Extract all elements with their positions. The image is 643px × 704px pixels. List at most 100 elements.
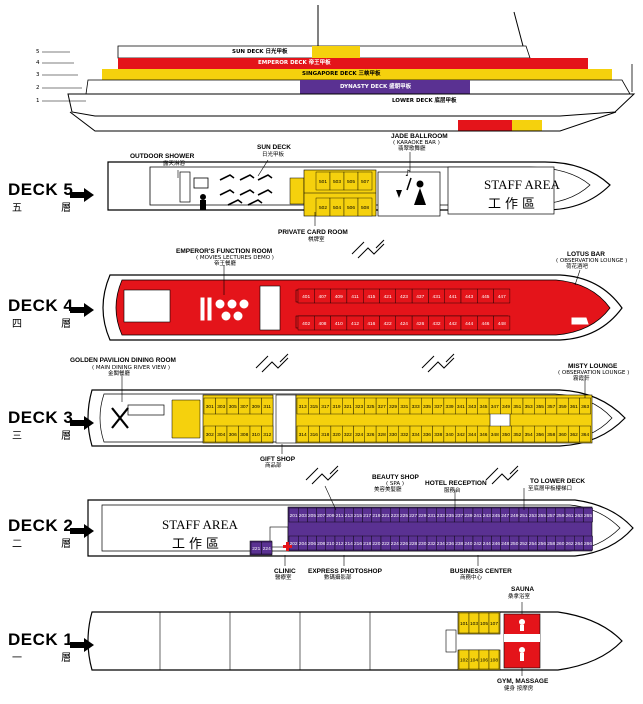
golden-pavilion-sub: ( MAIN DINING RIVER VIEW ): [92, 365, 171, 371]
cabin-number-209: 209: [326, 513, 334, 519]
emperor-function-sub: ( MOVIES LECTURES DEMO ): [196, 255, 274, 261]
cabin-number-250: 250: [510, 541, 518, 547]
profile-deck-markers: [42, 51, 86, 102]
profile-deck3-name: SINGAPORE DECK 三峡甲板: [302, 71, 381, 77]
cabin-number-237: 237: [455, 513, 463, 519]
cabin-number-341: 341: [457, 404, 465, 410]
profile-deck2-name: DYNASTY DECK 盛朝甲板: [340, 84, 412, 90]
cabin-number-357: 357: [547, 404, 555, 410]
cabin-number-447: 447: [498, 294, 506, 300]
cabin-number-213: 213: [345, 513, 353, 519]
cabin-number-262: 262: [566, 541, 574, 547]
cabin-number-342: 342: [457, 432, 465, 438]
cabin-number-207: 207: [317, 513, 325, 519]
cabin-108: [488, 649, 500, 670]
outdoor-shower-cn: 露天淋浴: [163, 161, 186, 167]
cabin-number-408: 408: [318, 321, 326, 327]
cabin-number-212: 212: [336, 541, 344, 547]
golden-pavilion-label: GOLDEN PAVILION DINING ROOM: [70, 357, 176, 364]
svg-text:♪: ♪: [405, 169, 411, 179]
cabin-number-221: 221: [382, 513, 390, 519]
cabin-364: [579, 425, 592, 443]
deck-3-arrow-icon: [70, 416, 94, 430]
cabin-number-317: 317: [321, 404, 329, 410]
staircases: [255, 239, 519, 485]
cabin-number-407: 407: [318, 294, 326, 300]
cabin-number-224: 224: [391, 541, 399, 547]
sun-deck-cn: 日光甲板: [262, 152, 285, 158]
jade-ballroom-room: [377, 171, 441, 217]
cabin-number-220: 220: [372, 541, 380, 547]
cabin-number-214: 214: [345, 541, 353, 547]
cabin-number-241: 241: [474, 513, 482, 519]
cabin-number-424: 424: [400, 321, 408, 327]
cabin-number-426: 426: [416, 321, 424, 327]
cabin-number-228: 228: [409, 541, 417, 547]
beauty-shop-label: BEAUTY SHOP: [372, 474, 419, 481]
cabin-number-506: 506: [347, 205, 355, 211]
cabin-number-108: 108: [490, 658, 498, 664]
cabin-number-216: 216: [354, 541, 362, 547]
outdoor-shower-label: OUTDOOR SHOWER: [130, 153, 195, 160]
deck-5-cn-label: 五 層: [12, 203, 90, 214]
cabin-number-347: 347: [491, 404, 499, 410]
cabin-number-416: 416: [367, 321, 375, 327]
cabin-265: [583, 507, 593, 523]
cabin-number-353: 353: [525, 404, 533, 410]
cabin-number-306: 306: [229, 432, 237, 438]
cabin-number-423: 423: [400, 294, 408, 300]
beauty-shop-sub: ( SPA ): [386, 481, 405, 487]
cabin-number-352: 352: [513, 432, 521, 438]
profile-deck4-name: EMPEROR DECK 帝王甲板: [258, 60, 331, 66]
cabin-number-318: 318: [321, 432, 329, 438]
golden-pavilion-cn: 金閣餐廳: [108, 371, 131, 377]
cabin-number-233: 233: [437, 513, 445, 519]
cabin-number-415: 415: [367, 294, 375, 300]
cabin-number-445: 445: [481, 294, 489, 300]
cabin-number-211: 211: [336, 513, 344, 519]
cabin-number-266: 266: [584, 541, 592, 547]
cabin-number-314: 314: [299, 432, 307, 438]
cabin-number-107: 107: [490, 621, 498, 627]
cabin-number-224: 224: [263, 546, 271, 552]
cabin-number-411: 411: [351, 294, 359, 300]
express-photo-cn: 數碼攝影部: [324, 575, 352, 581]
cabin-number-240: 240: [464, 541, 472, 547]
emperor-function-label: EMPEROR'S FUNCTION ROOM: [176, 248, 273, 255]
misty-lounge-label: MISTY LOUNGE: [568, 363, 618, 370]
cabin-number-316: 316: [310, 432, 318, 438]
profile-lower-yellow: [512, 120, 542, 131]
business-center-label: BUSINESS CENTER: [450, 568, 512, 575]
cabin-number-446: 446: [481, 321, 489, 327]
clinic-cn: 醫療室: [275, 575, 292, 581]
cabin-number-105: 105: [480, 621, 488, 627]
cabin-number-431: 431: [433, 294, 441, 300]
to-lower-deck-cn: 至底層甲板樓梯口: [528, 486, 573, 492]
cabin-number-351: 351: [513, 404, 521, 410]
cabin-number-305: 305: [229, 404, 237, 410]
cabin-number-326: 326: [366, 432, 374, 438]
cabin-number-308: 308: [240, 432, 248, 438]
gym-label: GYM, MASSAGE: [497, 678, 549, 685]
clinic-cross-icon: [283, 542, 292, 551]
private-card-room-label: PRIVATE CARD ROOM: [278, 229, 348, 236]
cabin-number-444: 444: [465, 321, 473, 327]
cabin-number-252: 252: [520, 541, 528, 547]
cabin-number-253: 253: [529, 513, 537, 519]
cabin-number-263: 263: [575, 513, 583, 519]
cabin-number-412: 412: [351, 321, 359, 327]
cabin-number-443: 443: [465, 294, 473, 300]
profile-lower-red: [458, 120, 512, 131]
cabin-number-235: 235: [446, 513, 454, 519]
cabin-number-337: 337: [434, 404, 442, 410]
gym-cn: 健身 按摩房: [504, 686, 534, 692]
profile-deck2-purple: [300, 80, 470, 94]
deck-3-label: DECK 3: [8, 408, 74, 427]
cabin-number-349: 349: [502, 404, 510, 410]
piano-icon: [571, 317, 589, 325]
profile-deck1-name: LOWER DECK 底层甲板: [392, 98, 457, 104]
cabin-number-437: 437: [416, 294, 424, 300]
cabin-number-355: 355: [536, 404, 544, 410]
